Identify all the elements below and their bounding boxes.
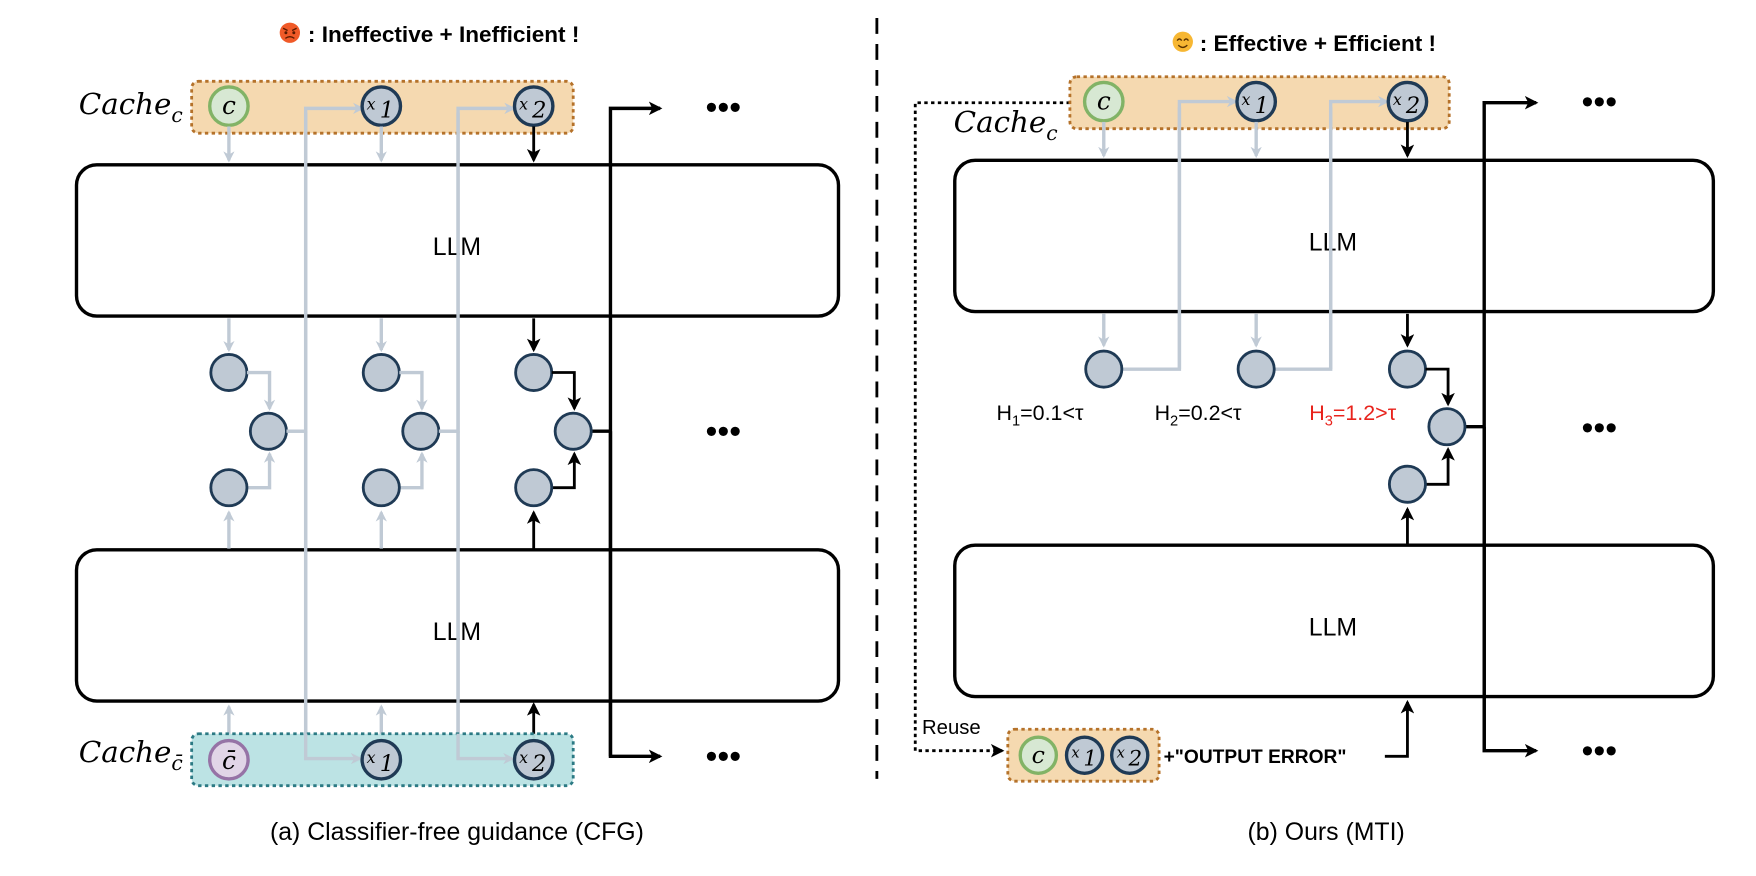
svg-text:2: 2 (531, 751, 546, 777)
svg-text:LLM: LLM (1309, 230, 1357, 257)
entropy-label-2: H2=0.2<τ (1155, 401, 1242, 430)
right-token-c: c (1082, 80, 1125, 123)
left-token-x1: x 1 (360, 85, 403, 127)
left-ellipsis-top: ••• (706, 89, 742, 127)
left-gray-verticals (303, 112, 460, 759)
svg-text:c: c (1032, 741, 1045, 769)
svg-text:c: c (222, 91, 236, 120)
left-cache-cond-label: Cachec (79, 87, 183, 127)
right-output-routing (1465, 95, 1539, 758)
svg-text:x: x (519, 748, 528, 767)
left-title-text: : Ineffective + Inefficient ! (308, 22, 579, 47)
left-output-routing (592, 101, 663, 764)
right-title-text: : Effective + Efficient ! (1200, 31, 1436, 56)
svg-text:x: x (367, 95, 376, 114)
left-ellipsis-middle: ••• (706, 413, 742, 451)
svg-text:2: 2 (1405, 93, 1420, 119)
left-token-x1-bottom: x 1 (360, 738, 403, 781)
left-caption: (a) Classifier-free guidance (CFG) (270, 819, 644, 846)
svg-text:c: c (1097, 87, 1111, 116)
right-title: : Effective + Efficient ! (1172, 31, 1436, 56)
left-token-x2-bottom: x 2 (512, 738, 555, 781)
reuse-token-x1: x 1 (1064, 735, 1105, 775)
reuse-label: Reuse (922, 717, 981, 739)
angry-face-icon (279, 22, 301, 43)
entropy-label-1: H1=0.1<τ (997, 401, 1084, 430)
svg-text:1: 1 (380, 97, 394, 123)
right-token-x1: x 1 (1235, 80, 1278, 123)
left-token-x2: x 2 (512, 85, 555, 127)
right-entropy-node-2 (1236, 313, 1276, 389)
svg-text:2: 2 (1128, 746, 1143, 771)
reuse-dotted-path (913, 101, 1070, 758)
right-token-x2: x 2 (1386, 80, 1429, 123)
svg-text:1: 1 (1255, 93, 1269, 119)
left-logit-column-1 (209, 318, 306, 549)
svg-text:x: x (1117, 744, 1126, 761)
right-cache-to-llm-arrows (1098, 121, 1415, 159)
left-bottom-feed-arrows (303, 733, 515, 765)
left-logit-column-2 (361, 318, 459, 549)
right-ellipsis-middle: ••• (1582, 409, 1618, 447)
right-llm-bottom: LLM (953, 543, 1716, 699)
left-cache-uncond-label: Cachec̄ (79, 735, 183, 775)
output-error-arrow (1384, 699, 1415, 758)
right-llm-top: LLM (953, 158, 1716, 314)
reuse-token-x2: x 2 (1109, 735, 1150, 775)
svg-text:2: 2 (531, 97, 546, 123)
svg-text:LLM: LLM (1309, 615, 1357, 642)
svg-text:1: 1 (1083, 746, 1097, 771)
output-error-text: +"OUTPUT ERROR" (1164, 747, 1347, 768)
right-ellipsis-top: ••• (1582, 83, 1618, 121)
right-caption: (b) Ours (MTI) (1248, 819, 1405, 846)
svg-text:x: x (367, 748, 376, 767)
left-gray-feedback-lines (286, 102, 516, 765)
right-cfg-column-3 (1387, 313, 1467, 545)
right-gray-verticals (1177, 107, 1333, 370)
left-title: : Ineffective + Inefficient ! (279, 22, 579, 47)
svg-text:x: x (1071, 744, 1080, 761)
svg-text:1: 1 (380, 751, 394, 777)
left-panel: : Ineffective + Inefficient ! Cachec c x… (74, 22, 841, 846)
left-logit-column-3 (514, 318, 593, 549)
left-cache-to-llm-arrows (223, 126, 541, 163)
svg-text:c̄: c̄ (222, 746, 236, 775)
right-panel: : Effective + Efficient ! Cachec c x 1 x… (913, 31, 1716, 846)
left-ellipsis-bottom: ••• (706, 738, 742, 776)
right-entropy-node-1 (1084, 313, 1124, 389)
svg-text:x: x (519, 95, 528, 114)
right-ellipsis-bottom: ••• (1582, 732, 1618, 770)
svg-text:x: x (1393, 90, 1402, 109)
smiling-face-icon (1172, 31, 1193, 52)
svg-text:x: x (1242, 90, 1251, 109)
right-cache-cond-label: Cachec (954, 105, 1058, 145)
left-token-cbar: c̄ (208, 738, 250, 781)
entropy-label-3: H3=1.2>τ (1309, 401, 1396, 430)
reuse-token-c: c (1018, 735, 1059, 775)
left-token-c: c (208, 85, 250, 127)
